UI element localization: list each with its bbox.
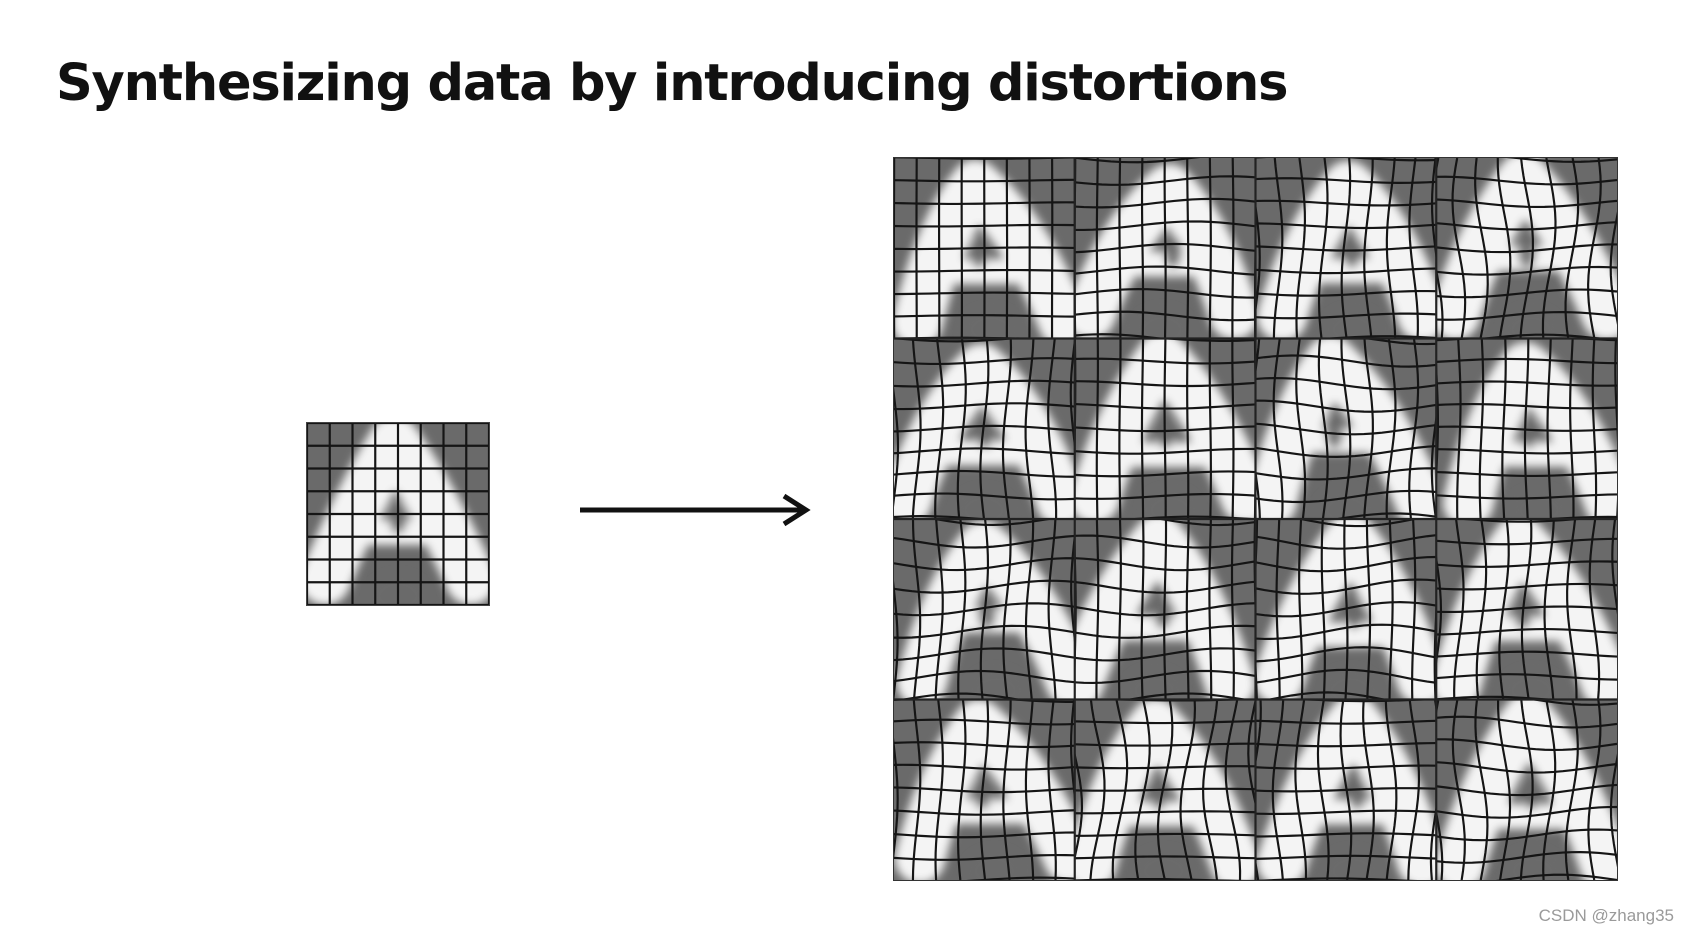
distorted-sample-2-1	[894, 338, 1075, 519]
distorted-sample-3-4	[1436, 519, 1617, 700]
distorted-sample-1-2	[1074, 158, 1256, 339]
distorted-sample-2-2	[1074, 338, 1256, 519]
distorted-samples-grid	[893, 157, 1618, 881]
distorted-sample-2-4	[1436, 338, 1617, 519]
distorted-sample-4-1	[894, 699, 1075, 880]
distorted-sample-4-2	[1074, 699, 1256, 880]
distorted-sample-1-4	[1436, 158, 1617, 339]
watermark: CSDN @zhang35	[1538, 906, 1674, 925]
distorted-sample-3-2	[1074, 519, 1256, 700]
distorted-sample-1-1	[894, 158, 1075, 339]
distorted-sample-2-3	[1255, 338, 1437, 519]
original-letter-a-grid	[307, 423, 489, 605]
distorted-sample-3-3	[1255, 519, 1437, 700]
distorted-sample-1-3	[1255, 158, 1437, 339]
slide-title: Synthesizing data by introducing distort…	[56, 54, 1288, 113]
original-sample-image	[306, 422, 490, 606]
arrow-right-icon	[578, 490, 818, 530]
distorted-sample-4-4	[1436, 699, 1617, 880]
distorted-sample-4-3	[1255, 699, 1437, 880]
distorted-sample-3-1	[894, 519, 1075, 700]
